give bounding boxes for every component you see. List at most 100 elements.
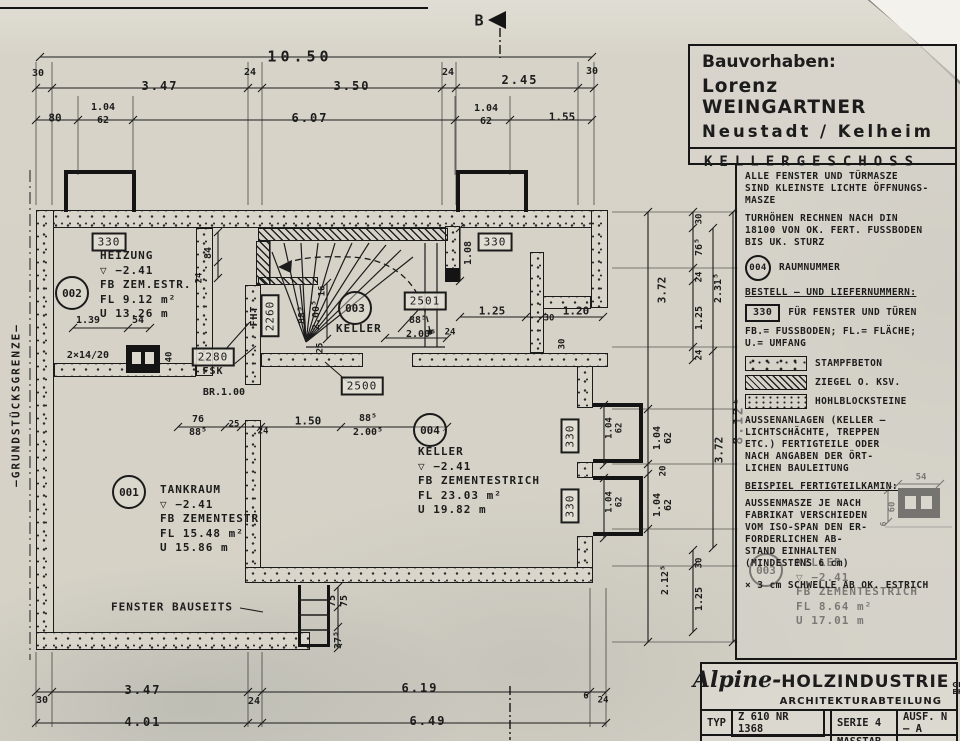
legend-note-doors: TURHÖHEN RECHNEN NACH DIN 18100 VON OK. … [745, 213, 923, 248]
dim-label: 1.04 [90, 102, 116, 113]
order-tag-box: 2501 [403, 291, 447, 311]
dim-label: 1.25 [478, 304, 506, 318]
dim-label: 6.49 [409, 714, 447, 728]
door-width-label: BR.1.00 [202, 387, 246, 398]
dim-label: 3.50 [333, 79, 371, 93]
company-brand: Alpine- HOLZINDUSTRIE GM BH [693, 664, 960, 696]
wall-left [36, 210, 54, 650]
dim-label: 88⁵ [188, 427, 208, 438]
wall-right-a [577, 366, 593, 408]
legend-material-row: STAMPFBETON [745, 356, 949, 371]
wall-heizung-right [196, 228, 213, 376]
dim-label: 30 [585, 66, 599, 77]
stamp-row-typ: TYP Z 610 NR 1368 SERIE 4 AUSF. N – A [702, 708, 956, 737]
dim-label: 6.07 [291, 111, 329, 125]
dim-label: 1.39 [75, 315, 101, 326]
order-number-tag: 330 [745, 304, 781, 322]
material-swatch [745, 375, 807, 390]
dim-label: 30 [35, 695, 49, 706]
exterior-steps [298, 585, 330, 647]
dim-label: 30 [543, 313, 555, 324]
wall-center-upper [245, 285, 261, 385]
dim-label: 2.00⁵ [352, 427, 384, 438]
dim-label: 24 [441, 67, 455, 78]
department-label: ARCHITEKTURABTEILUNG [779, 696, 942, 707]
dim-label: 24 [247, 696, 261, 707]
dim-label: 25 [228, 419, 240, 430]
dim-label: 1.55 [548, 110, 576, 124]
room-number-symbol: 004 [745, 255, 771, 281]
chimney-flue [132, 352, 141, 364]
serie-cell: SERIE 4 [830, 711, 896, 734]
typ-number: Z 610 NR 1368 [730, 708, 825, 737]
dim-label: 3.47 [124, 683, 162, 697]
dim-label: 54 [131, 315, 145, 326]
dim-label: 24 [444, 327, 456, 338]
room-info-block: HEIZUNG ▽ −2.41 FB ZEM.ESTR. FL 9.12 m² … [100, 249, 192, 320]
stair-corner-block [445, 268, 460, 282]
brand-name: HOLZINDUSTRIE [781, 672, 950, 692]
wall-top-right [591, 210, 608, 308]
chimney-flue [145, 352, 154, 364]
dim-label: 80 [48, 111, 62, 125]
stair-hatch-top [258, 228, 448, 241]
wall-bottom-keller [245, 567, 593, 583]
light-shaft-right-b [593, 476, 643, 536]
project-label: Bauvorhaben: [702, 52, 836, 72]
dim-label: 2×14/20 [66, 350, 110, 361]
brand-legal-form: GM BH [952, 681, 960, 696]
stamp-row-plan: PLAN 9 0 8 MASSTAB 1:50 GEZ. u [702, 734, 956, 741]
title-block: Bauvorhaben: Lorenz WEINGARTNER Neustadt… [688, 44, 957, 170]
order-tag-box: 330 [91, 232, 127, 252]
legend-note-openings: ALLE FENSTER UND TÜRMASZE SIND KLEINSTE … [745, 171, 929, 206]
light-shaft-right-a [593, 403, 643, 463]
ausf-cell: AUSF. N – A [896, 711, 956, 735]
beispiel-heading: BEISPIEL FERTIGTEILKAMIN: [745, 481, 898, 492]
dim-label: 10.50 [267, 47, 333, 66]
room-info-block: KELLER [336, 322, 382, 335]
plan-cell: PLAN 9 0 8 [702, 736, 830, 741]
typ-label: TYP [707, 716, 726, 729]
wall-center-lower [245, 420, 261, 583]
room-number-circle: 001 [112, 475, 146, 509]
legend-material-row: HOHLBLOCKSTEINE [745, 394, 949, 409]
wall-mid-horizontal [412, 353, 608, 367]
dim-label: 2.00⁵ [405, 329, 437, 340]
dim-label: 24 [257, 426, 269, 437]
dim-label: 62 [479, 116, 493, 127]
room-number-circle: 003 [338, 291, 372, 325]
dim-label: 88⁵ [358, 413, 378, 424]
bestell-label: FÜR FENSTER UND TÜREN [788, 307, 917, 318]
order-tag-box: 330 [477, 232, 513, 252]
light-shaft-top-right [456, 170, 528, 212]
legend-raumnummer-row: 004 RAUMNUMMER [745, 255, 949, 281]
dim-label: 24 [243, 67, 257, 78]
dim-label: 2.45 [501, 73, 539, 87]
dim-label: 6 [583, 691, 589, 702]
typ-cell: TYP Z 610 NR 1368 [702, 708, 830, 737]
dim-label: 24 [597, 695, 609, 706]
light-shaft-top-left [64, 170, 136, 212]
material-swatch [745, 356, 807, 371]
fenster-bauseits-label: FENSTER BAUSEITS [111, 600, 233, 614]
wall-under-stairs [261, 353, 363, 367]
room-info-block: KELLER ▽ −2.41 FB ZEMENTESTRICH FL 23.03… [418, 445, 540, 516]
wall-partition-heizung [54, 363, 196, 377]
material-label: HOHLBLOCKSTEINE [815, 395, 907, 407]
order-tag-box: 2280 [191, 347, 235, 367]
room-number-circle: 004 [413, 413, 447, 447]
room-info-block: TANKRAUM ▽ −2.41 FB ZEMENTESTR FL 15.48 … [160, 483, 260, 554]
material-swatch [745, 394, 807, 409]
client-location: Neustadt / Kelheim [702, 122, 934, 141]
dim-label: 6.19 [401, 681, 439, 695]
legend-material-row: ZIEGEL O. KSV. [745, 375, 949, 390]
masstab-cell: MASSTAB 1:50 [830, 736, 896, 741]
legend-panel: ALLE FENSTER UND TÜRMASZE SIND KLEINSTE … [735, 163, 957, 660]
room-number-circle: 002 [55, 276, 89, 310]
wall-notch-horizontal [543, 296, 591, 309]
client-name: Lorenz WEINGARTNER [702, 76, 867, 118]
raumnummer-label: RAUMNUMMER [779, 262, 841, 273]
